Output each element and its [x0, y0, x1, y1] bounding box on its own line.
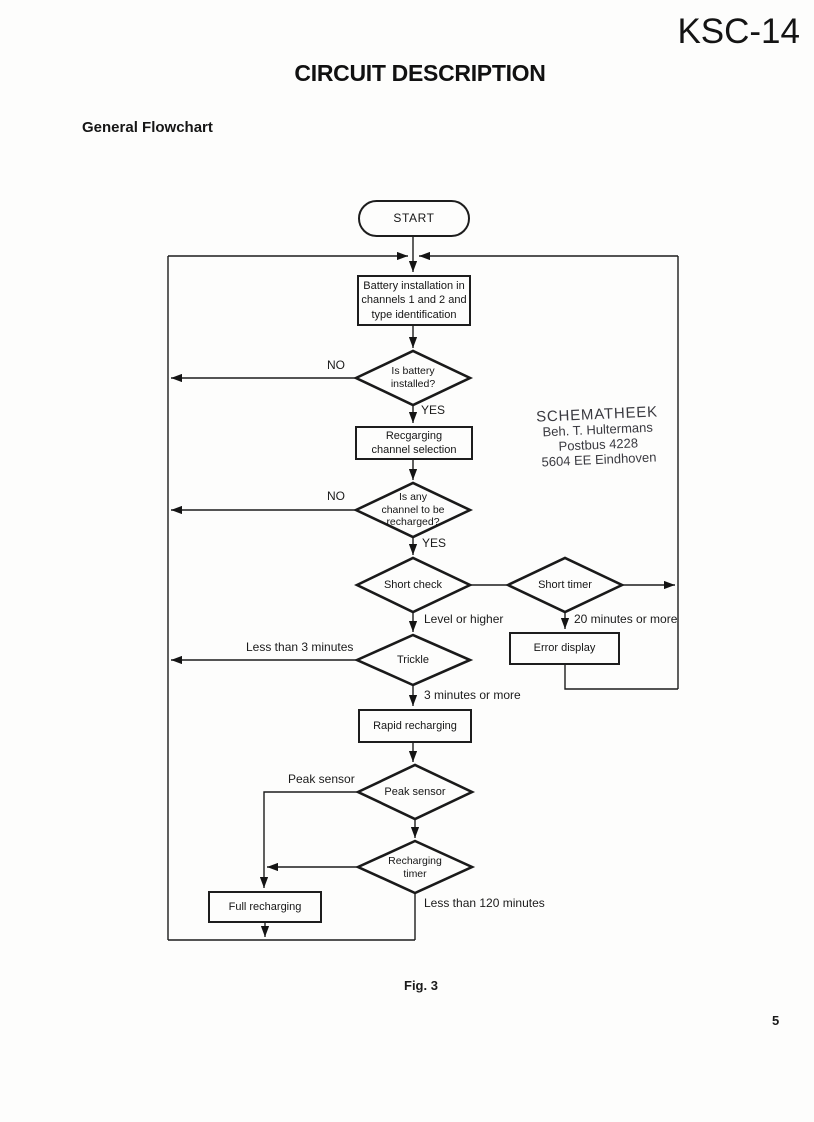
page-number: 5 — [772, 1013, 780, 1028]
diamond-trickle — [353, 633, 474, 687]
figure-caption: Fig. 3 — [404, 978, 438, 993]
edge-label-3-minutes-or-more: 3 minutes or more — [424, 688, 521, 702]
edge-label-peak-sensor: Peak sensor — [288, 772, 355, 786]
diamond-channel-check — [352, 481, 474, 539]
node-peak-sensor-label: Peak sensor — [384, 785, 446, 798]
edge-label-channel-yes: YES — [422, 536, 447, 550]
connector-peak-to-full-recharging — [259, 791, 358, 888]
node-short-check-label: Short check — [383, 578, 443, 591]
library-stamp: SCHEMATHEEK Beh. T. Hultermans Postbus 4… — [518, 403, 678, 471]
page-title: CIRCUIT DESCRIPTION — [294, 60, 546, 86]
edge-label-level-or-higher: Level or higher — [424, 612, 504, 626]
node-channel-check-label: Is any channel to be recharged? — [381, 490, 445, 529]
connector-error-display-return — [564, 665, 678, 690]
edge-label-channel-no: NO — [327, 489, 345, 503]
diamond-short-timer — [504, 556, 626, 614]
edge-label-battery-yes: YES — [421, 403, 446, 417]
edge-label-battery-no: NO — [327, 358, 345, 372]
model-number: KSC-14 — [677, 12, 800, 51]
node-full-recharging: Full recharging — [208, 891, 322, 923]
node-recharging-timer-label: Recharging timer — [388, 855, 442, 880]
node-battery-check-label: Is battery installed? — [390, 365, 436, 390]
node-short-timer-label: Short timer — [538, 578, 592, 591]
diamond-short-check — [354, 556, 474, 614]
node-rapid-recharging: Rapid recharging — [358, 709, 472, 743]
node-start: START — [358, 200, 470, 237]
diamond-recharging-timer — [354, 839, 476, 895]
edge-label-less-than-120-minutes: Less than 120 minutes — [424, 896, 545, 910]
node-error-display: Error display — [509, 632, 620, 665]
node-trickle-label: Trickle — [397, 653, 429, 666]
edge-label-20-minutes-or-more: 20 minutes or more — [574, 612, 678, 626]
diamond-peak-sensor — [354, 763, 476, 821]
edge-label-less-than-3-minutes: Less than 3 minutes — [246, 640, 354, 654]
diamond-battery-check — [352, 349, 474, 407]
section-heading: General Flowchart — [82, 119, 213, 136]
node-channel-select: Recgarging channel selection — [355, 426, 473, 460]
node-battery-install: Battery installation in channels 1 and 2… — [357, 275, 471, 326]
